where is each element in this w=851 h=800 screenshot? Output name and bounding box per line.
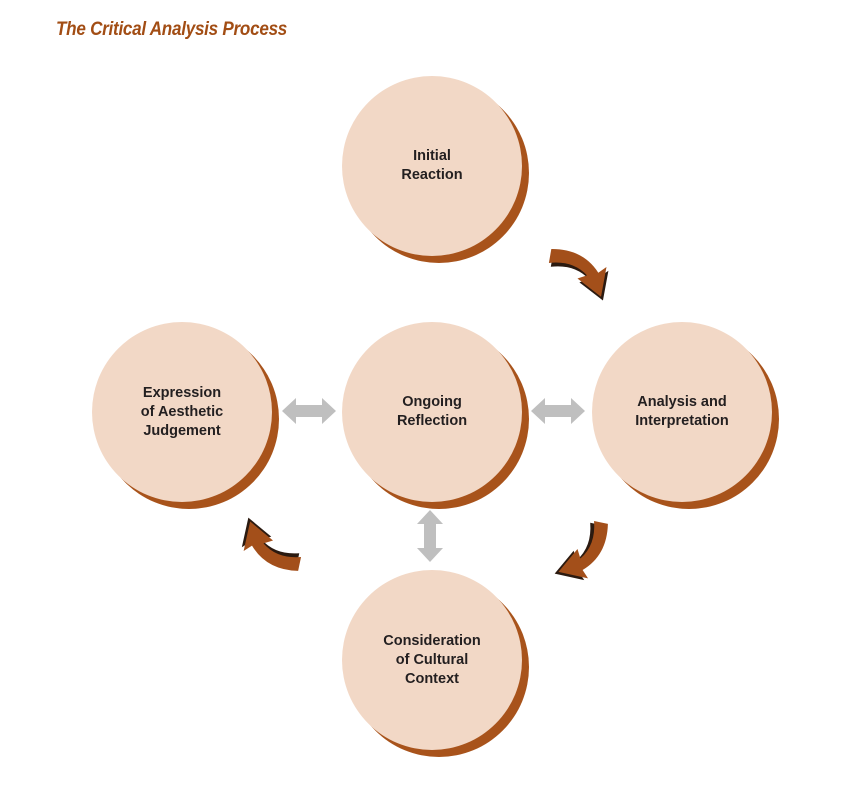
double-arrow-left [282,398,336,424]
double-arrow-right [531,398,585,424]
node-label-expression: Expression of Aesthetic Judgement [140,384,224,439]
node-circle: Initial Reaction [342,76,522,256]
node-analysis-and-interpretation: Analysis and Interpretation [592,322,782,512]
node-circle: Consideration of Cultural Context [342,570,522,750]
node-label-analysis: Analysis and Interpretation [635,394,729,429]
node-ongoing-reflection: Ongoing Reflection [342,322,532,512]
node-label-initial-reaction: Initial Reaction [401,148,463,183]
diagram-title: The Critical Analysis Process [56,19,288,40]
cycle-arrow-bottom-right [554,513,612,586]
node-label-cultural-context: Consideration of Cultural Context [383,632,481,687]
node-circle: Analysis and Interpretation [592,322,772,502]
node-expression-of-aesthetic-judgement: Expression of Aesthetic Judgement [92,322,282,512]
node-label-ongoing-reflection: Ongoing Reflection [396,394,468,429]
node-circle: Expression of Aesthetic Judgement [92,322,272,502]
node-consideration-of-cultural-context: Consideration of Cultural Context [342,570,532,760]
cycle-arrow-top-right [542,245,614,301]
node-circle: Ongoing Reflection [342,322,522,502]
node-initial-reaction: Initial Reaction [342,76,532,266]
double-arrow-down [417,510,443,562]
cycle-arrow-bottom-left [236,517,309,575]
